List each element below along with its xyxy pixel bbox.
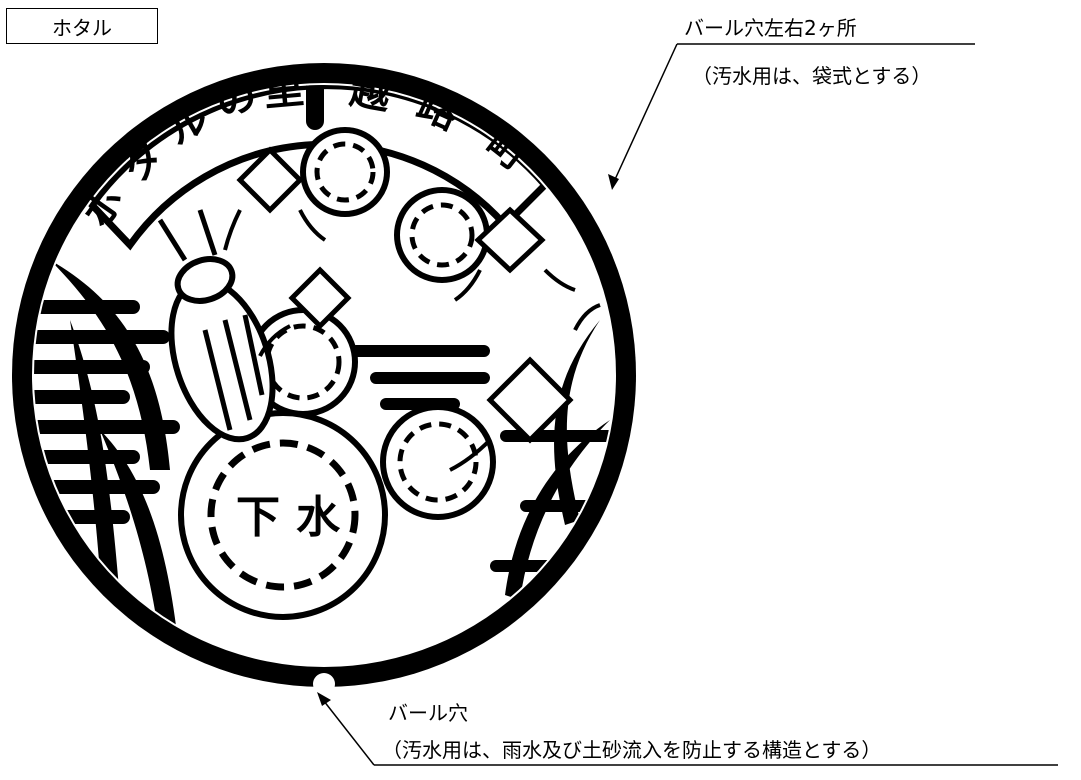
title-box: ホタル bbox=[6, 8, 158, 44]
grass-right bbox=[505, 320, 610, 600]
center-char-2: 水 bbox=[296, 492, 341, 543]
callout-top-line2: （汚水用は、袋式とする） bbox=[692, 64, 932, 88]
bar-hole-left bbox=[30, 196, 52, 218]
bar-hole-right bbox=[594, 192, 616, 214]
callout-bottom-leader bbox=[319, 695, 1058, 766]
callout-bottom-line1: バール穴 bbox=[388, 701, 468, 725]
center-char-1: 下 bbox=[236, 492, 280, 543]
bar-hole-bottom bbox=[313, 673, 335, 695]
callout-bottom-line2: （汚水用は、雨水及び土砂流入を防止する構造とする） bbox=[382, 738, 882, 762]
callout-top-leader bbox=[611, 43, 975, 187]
arc-char-6: 越 bbox=[347, 67, 394, 119]
firefly-small bbox=[236, 146, 574, 444]
callout-top-line1: バール穴左右2ヶ所 bbox=[684, 16, 857, 40]
title-label: ホタル bbox=[52, 15, 112, 40]
arc-char-5: 里 bbox=[262, 66, 306, 115]
